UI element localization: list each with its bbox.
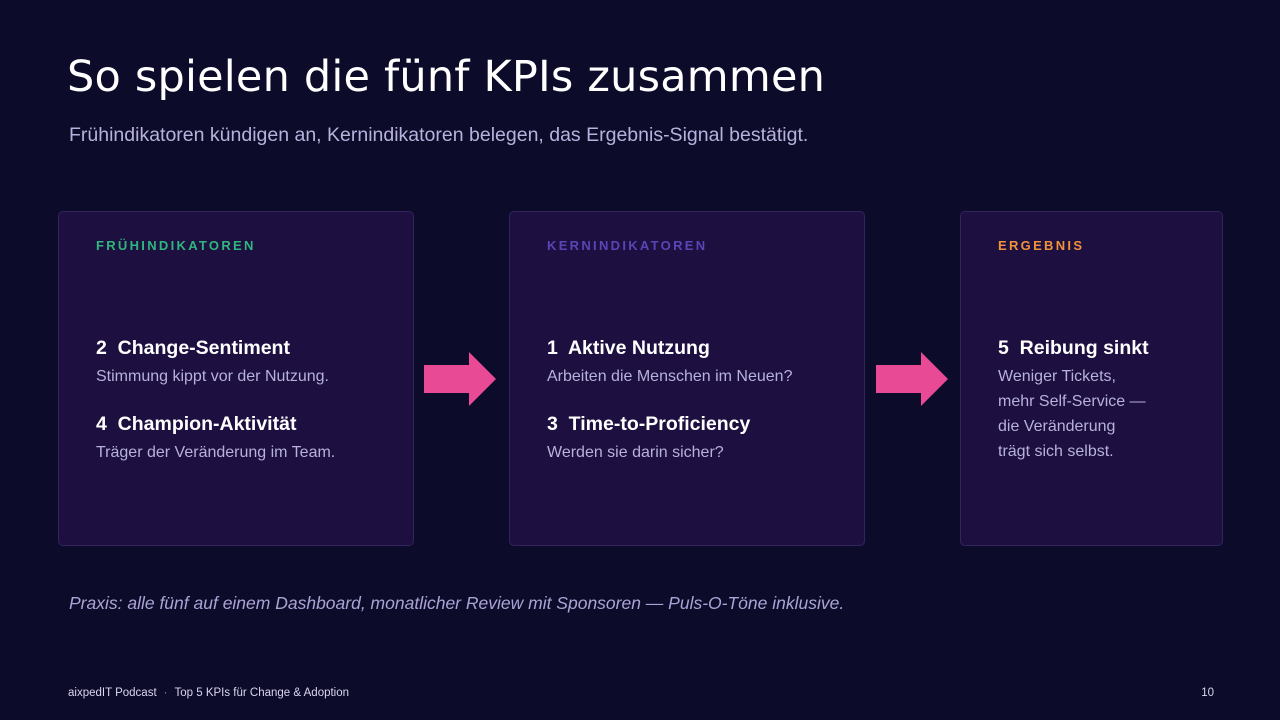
flow-arrow-icon xyxy=(424,352,496,406)
kpi-description: Träger der Veränderung im Team. xyxy=(96,444,336,461)
kpi-item-change-sentiment: 2 Change-Sentiment Stimmung kippt vor de… xyxy=(96,336,329,389)
kpi-item-champion-activity: 4 Champion-Aktivität Träger der Veränder… xyxy=(96,412,335,465)
kpi-description: Stimmung kippt vor der Nutzung. xyxy=(96,368,329,385)
kpi-item-active-usage: 1 Aktive Nutzung Arbeiten die Menschen i… xyxy=(547,336,792,389)
card-label-core-indicators: KERNINDIKATOREN xyxy=(547,238,708,253)
card-early-indicators: FRÜHINDIKATOREN 2 Change-Sentiment Stimm… xyxy=(58,211,414,546)
page-number: 10 xyxy=(1201,687,1214,699)
practice-note: Praxis: alle fünf auf einem Dashboard, m… xyxy=(69,593,845,613)
kpi-description: Arbeiten die Menschen im Neuen? xyxy=(547,368,793,385)
kpi-heading: 3 Time-to-Proficiency xyxy=(547,413,751,435)
footer: aixpedIT Podcast · Top 5 KPIs für Change &… xyxy=(68,687,349,699)
kpi-heading: 4 Champion-Aktivität xyxy=(96,413,297,435)
card-label-result: ERGEBNIS xyxy=(998,238,1085,253)
kpi-item-time-to-proficiency: 3 Time-to-Proficiency Werden sie darin s… xyxy=(547,412,750,465)
kpi-heading: 5 Reibung sinkt xyxy=(998,337,1149,359)
flow-arrow-icon xyxy=(876,352,948,406)
footer-separator: · xyxy=(163,687,168,699)
card-core-indicators: KERNINDIKATOREN 1 Aktive Nutzung Arbeite… xyxy=(509,211,865,546)
kpi-heading: 1 Aktive Nutzung xyxy=(547,337,710,359)
kpi-description: Werden sie darin sicher? xyxy=(547,444,724,461)
kpi-heading: 2 Change-Sentiment xyxy=(96,337,290,359)
card-result: ERGEBNIS 5 Reibung sinkt Weniger Tickets… xyxy=(960,211,1223,546)
footer-episode-title: Top 5 KPIs für Change & Adoption xyxy=(174,687,350,699)
kpi-description: Weniger Tickets, mehr Self-Service — die… xyxy=(998,368,1146,460)
footer-podcast-name: aixpedIT Podcast xyxy=(68,687,157,699)
card-label-early-indicators: FRÜHINDIKATOREN xyxy=(96,238,256,253)
kpi-item-friction-decreases: 5 Reibung sinkt Weniger Tickets, mehr Se… xyxy=(998,336,1149,464)
slide-title: So spielen die fünf KPIs zusammen xyxy=(67,52,826,102)
slide-subtitle: Frühindikatoren kündigen an, Kernindikat… xyxy=(69,124,809,146)
